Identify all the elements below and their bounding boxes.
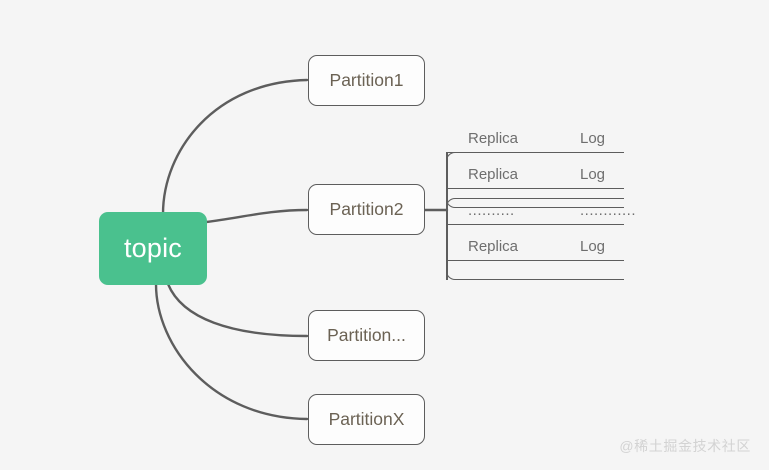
replica-table-stem xyxy=(446,152,448,280)
partition-node-3-label: Partition... xyxy=(327,324,406,345)
partition-node-1[interactable]: Partition1 xyxy=(308,55,425,106)
replica-table-row[interactable]: Replica Log xyxy=(446,225,624,261)
edge-topic-partition4 xyxy=(154,282,309,421)
partition-node-1-label: Partition1 xyxy=(329,69,404,90)
log-cell: Log xyxy=(580,238,606,255)
replica-cell: Replica xyxy=(468,238,519,255)
replica-cell: Replica xyxy=(468,166,519,183)
partition-node-2[interactable]: Partition2 xyxy=(308,184,425,235)
replica-cell: Replica xyxy=(468,130,519,147)
replica-cell-ellipsis: .......... xyxy=(468,202,515,219)
edge-topic-partition3 xyxy=(166,282,309,338)
replica-table-row-ellipsis[interactable]: .......... ............ xyxy=(446,189,636,225)
topic-node[interactable]: topic xyxy=(99,212,207,285)
replica-table-row[interactable]: Replica Log xyxy=(446,117,624,153)
log-cell-ellipsis: ............ xyxy=(580,202,637,219)
replica-table-row[interactable]: Replica Log xyxy=(446,153,624,189)
partition-node-4-label: PartitionX xyxy=(328,408,405,429)
partition-node-4[interactable]: PartitionX xyxy=(308,394,425,445)
log-cell: Log xyxy=(580,130,606,147)
watermark: @稀土掘金技术社区 xyxy=(619,438,751,454)
log-cell: Log xyxy=(580,166,606,183)
edge-topic-partition2 xyxy=(204,208,309,224)
partition-node-2-label: Partition2 xyxy=(329,198,404,219)
partition-node-3[interactable]: Partition... xyxy=(308,310,425,361)
replica-table[interactable]: Replica Log Replica Log .......... .....… xyxy=(446,131,636,280)
replica-table-rows: Replica Log Replica Log .......... .....… xyxy=(446,131,636,280)
topic-node-label: topic xyxy=(123,233,183,263)
edge-topic-partition1 xyxy=(161,78,309,216)
